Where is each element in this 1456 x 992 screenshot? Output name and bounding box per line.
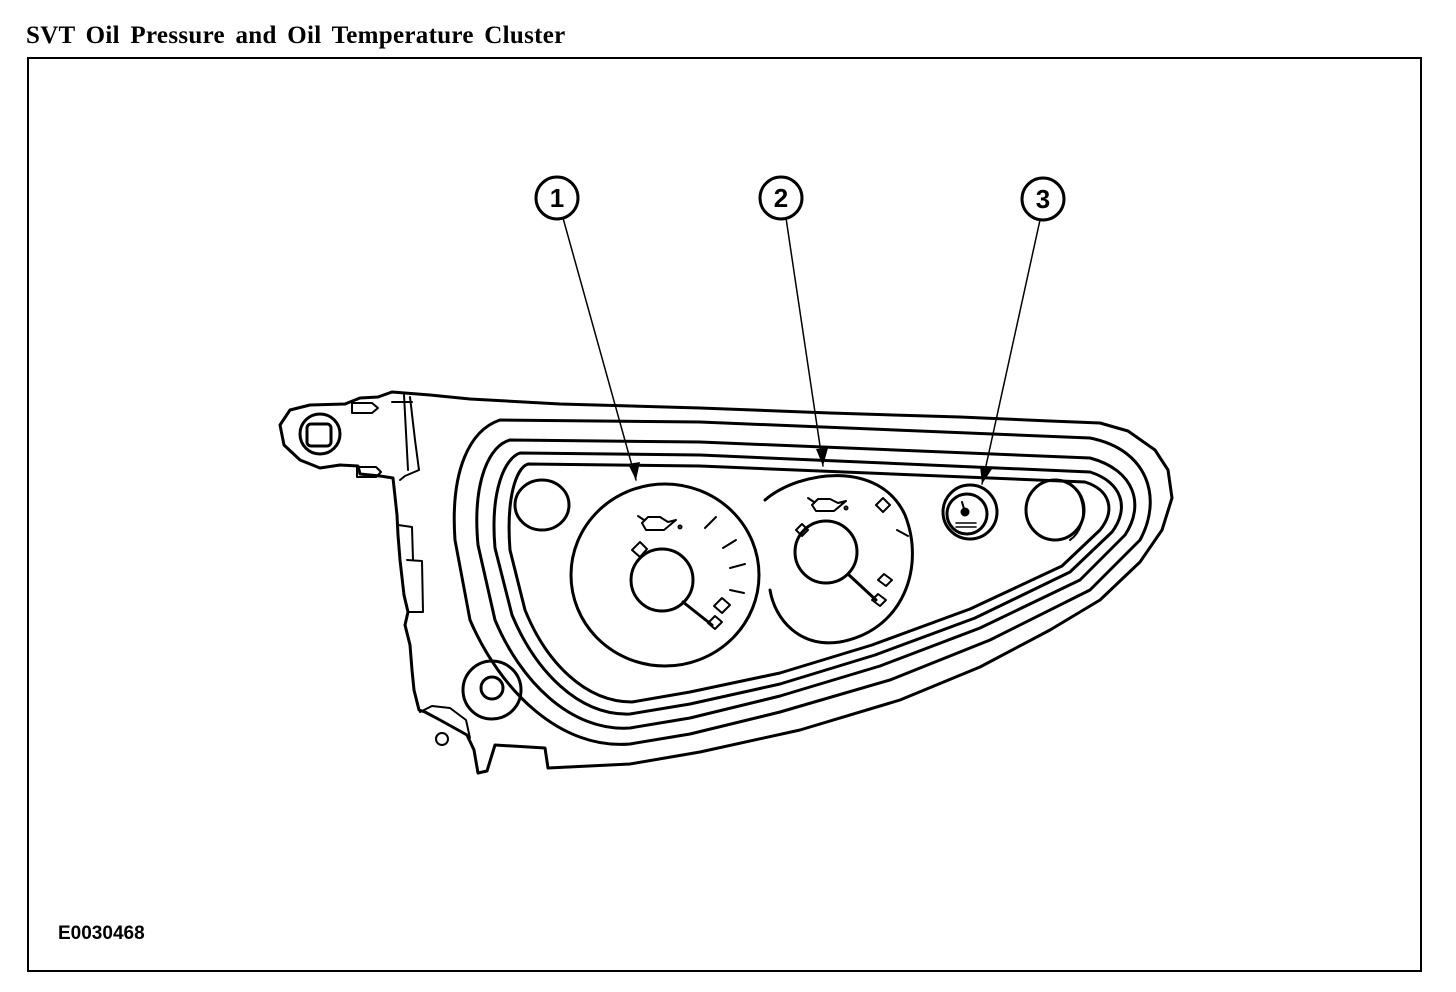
blank-dial-left bbox=[513, 478, 571, 532]
blank-dial-right bbox=[1024, 478, 1086, 542]
callout-1: 1 bbox=[534, 175, 580, 221]
callout-3-number: 3 bbox=[1036, 184, 1050, 214]
callout-3: 3 bbox=[1020, 176, 1066, 222]
cluster-bezel bbox=[452, 418, 1152, 746]
callout-1-number: 1 bbox=[550, 183, 564, 213]
oil-can-icon bbox=[637, 515, 683, 531]
callout-2-number: 2 bbox=[774, 183, 788, 213]
oil-pressure-gauge bbox=[569, 482, 761, 668]
oil-temperature-gauge bbox=[763, 474, 914, 645]
cluster-housing bbox=[278, 390, 1174, 775]
figure-frame bbox=[27, 57, 1422, 972]
indicator-gauge bbox=[941, 483, 999, 541]
callout-2: 2 bbox=[758, 175, 804, 221]
mounting-boss-lower bbox=[419, 659, 523, 746]
oil-can-icon bbox=[807, 497, 849, 512]
callout-leaders bbox=[562, 217, 1041, 485]
figure-code: E0030468 bbox=[58, 923, 145, 944]
figure-title: SVT Oil Pressure and Oil Temperature Clu… bbox=[26, 22, 566, 49]
mounting-ear-left bbox=[298, 401, 413, 478]
